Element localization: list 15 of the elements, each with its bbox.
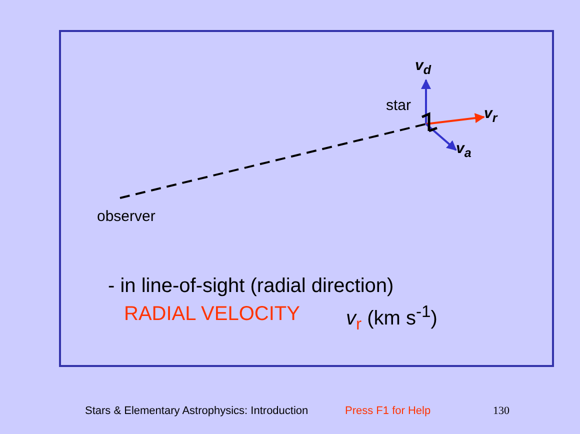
- velocity-label: v$_{r}$: [484, 106, 498, 124]
- velocity-label: v$_{d}$: [415, 58, 431, 76]
- velocity-arrow: [421, 79, 431, 124]
- footer-text: Press F1 for Help: [345, 406, 431, 417]
- footer-text: Stars & Elementary Astrophysics: Introduction: [85, 406, 308, 417]
- line-of-sight: [120, 123, 426, 199]
- star-label: star: [386, 98, 412, 113]
- velocity-arrow: [425, 123, 457, 151]
- page-number: 130: [493, 406, 510, 417]
- description-text: - in line-of-sight (radial direction): [108, 276, 394, 296]
- observer-label: observer: [97, 209, 156, 224]
- formula-text: v$_{r}$ (km s$^{-1}$): [346, 304, 438, 334]
- velocity-arrow: [426, 113, 485, 125]
- velocity-label: v$_{a}$: [456, 141, 472, 160]
- heading-text: RADIAL VELOCITY: [124, 304, 300, 324]
